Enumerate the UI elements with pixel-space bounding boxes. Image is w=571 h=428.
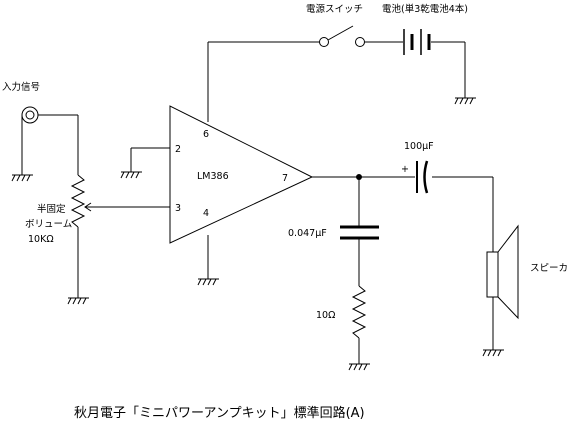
ground-pot bbox=[67, 297, 89, 305]
pin4-label: 4 bbox=[203, 208, 209, 219]
pin2-label: 2 bbox=[175, 144, 181, 155]
speaker-symbol bbox=[486, 224, 519, 320]
pot-label-line2: ボリューム bbox=[25, 219, 72, 230]
zobel-branch bbox=[340, 177, 379, 364]
lm386-amplifier bbox=[169, 105, 314, 244]
input-jack bbox=[21, 106, 78, 175]
power-switch bbox=[319, 25, 365, 47]
diagram-caption: 秋月電子「ミニパワーアンプキット」標準回路(A) bbox=[74, 405, 365, 421]
power-wiring bbox=[207, 41, 466, 122]
amp-input-wiring bbox=[97, 147, 209, 279]
pin7-label: 7 bbox=[282, 173, 288, 184]
output-wiring bbox=[312, 174, 494, 350]
ground-battery bbox=[454, 97, 476, 105]
pot-label-line1: 半固定 bbox=[37, 203, 66, 215]
ground-speaker bbox=[482, 349, 504, 357]
filter-cap-label: 0.047μF bbox=[288, 228, 327, 239]
battery-label: 電池(単3乾電池4本) bbox=[382, 3, 468, 15]
ground-resistor bbox=[348, 363, 370, 371]
ic-name-label: LM386 bbox=[197, 171, 229, 182]
ground-pin2 bbox=[120, 171, 142, 179]
pot-label-line3: 10KΩ bbox=[28, 234, 54, 245]
cap-polarity-mark: + bbox=[401, 164, 409, 175]
pin3-label: 3 bbox=[175, 203, 181, 214]
resistor-label: 10Ω bbox=[316, 310, 335, 321]
ground-input bbox=[11, 174, 33, 182]
potentiometer bbox=[70, 115, 97, 298]
output-cap-label: 100μF bbox=[404, 141, 434, 152]
pin6-label: 6 bbox=[203, 129, 209, 140]
speaker-label: スピーカ bbox=[530, 263, 568, 274]
ground-pin4 bbox=[197, 278, 219, 286]
output-capacitor bbox=[416, 160, 429, 194]
input-signal-label: 入力信号 bbox=[2, 81, 40, 93]
power-switch-label: 電源スイッチ bbox=[306, 4, 363, 15]
battery-symbol bbox=[396, 29, 431, 55]
